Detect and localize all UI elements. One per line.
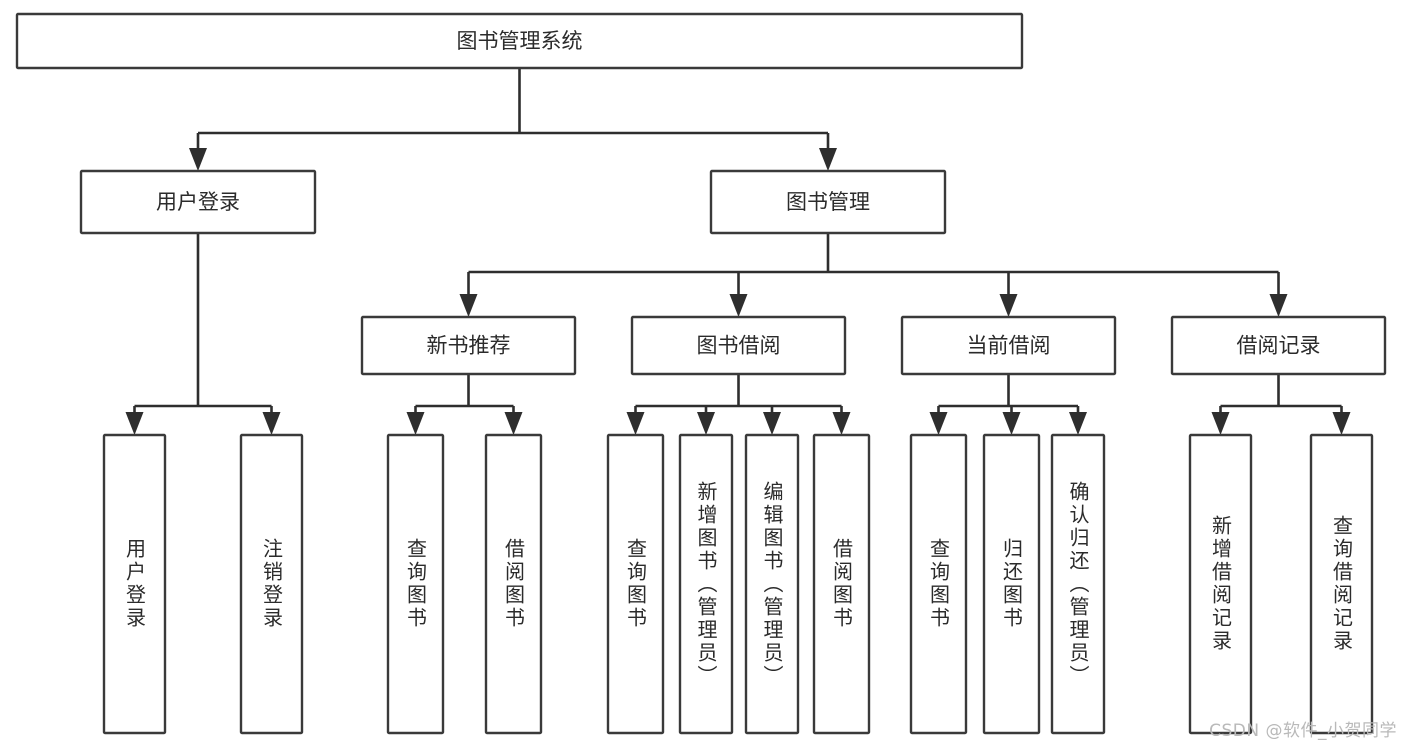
arrow-head-icon	[929, 412, 948, 435]
arrow-head-icon	[697, 412, 715, 435]
node-box-br-add-record[interactable]	[1188, 433, 1253, 735]
arrow-head-icon	[125, 412, 144, 435]
arrow-head-icon	[763, 412, 781, 435]
arrow-head-icon	[1269, 294, 1288, 317]
node-box-new-book-recommend[interactable]	[360, 315, 577, 376]
node-box-cb-query-book[interactable]	[909, 433, 968, 735]
node-box-cb-confirm-return[interactable]	[1050, 433, 1106, 735]
connectors-layer	[125, 68, 1351, 435]
arrow-head-icon	[189, 148, 207, 171]
arrow-head-icon	[626, 412, 645, 435]
node-box-root[interactable]	[15, 12, 1024, 70]
arrow-head-icon	[729, 294, 748, 317]
arrow-head-icon	[1002, 412, 1021, 435]
node-box-bb-edit-book[interactable]	[744, 433, 800, 735]
arrow-head-icon	[1211, 412, 1230, 435]
node-box-br-query-record[interactable]	[1309, 433, 1374, 735]
node-box-cb-return-book[interactable]	[982, 433, 1041, 735]
node-box-bb-borrow-book[interactable]	[812, 433, 871, 735]
node-label-user-login: 用户登录	[156, 190, 240, 214]
node-box-bb-add-book[interactable]	[678, 433, 734, 735]
node-label-borrow-records: 借阅记录	[1237, 334, 1321, 358]
arrow-head-icon	[406, 412, 425, 435]
node-label-current-borrow: 当前借阅	[967, 334, 1051, 358]
node-label-book-borrow: 图书借阅	[697, 334, 781, 358]
node-box-nbr-borrow-book[interactable]	[484, 433, 543, 735]
arrow-head-icon	[1069, 412, 1087, 435]
node-box-nbr-query-book[interactable]	[386, 433, 445, 735]
arrow-head-icon	[832, 412, 851, 435]
arrow-head-icon	[262, 412, 281, 435]
arrow-head-icon	[459, 294, 478, 317]
arrow-head-icon	[819, 148, 837, 171]
csdn-watermark: CSDN @软件_小贺同学	[1209, 721, 1397, 741]
node-label-book-manage: 图书管理	[786, 190, 870, 214]
node-box-user-login[interactable]	[79, 169, 317, 235]
node-label-root: 图书管理系统	[457, 29, 583, 53]
arrow-head-icon	[504, 412, 523, 435]
arrow-head-icon	[999, 294, 1018, 317]
node-box-leaf-user-login[interactable]	[102, 433, 167, 735]
node-label-new-book-recommend: 新书推荐	[427, 334, 511, 358]
arrow-head-icon	[1332, 412, 1351, 435]
boxes-layer	[15, 12, 1387, 735]
node-box-book-borrow[interactable]	[630, 315, 847, 376]
node-box-book-manage[interactable]	[709, 169, 947, 235]
node-box-current-borrow[interactable]	[900, 315, 1117, 376]
node-box-bb-query-book[interactable]	[606, 433, 665, 735]
node-box-leaf-logout[interactable]	[239, 433, 304, 735]
node-box-borrow-records[interactable]	[1170, 315, 1387, 376]
